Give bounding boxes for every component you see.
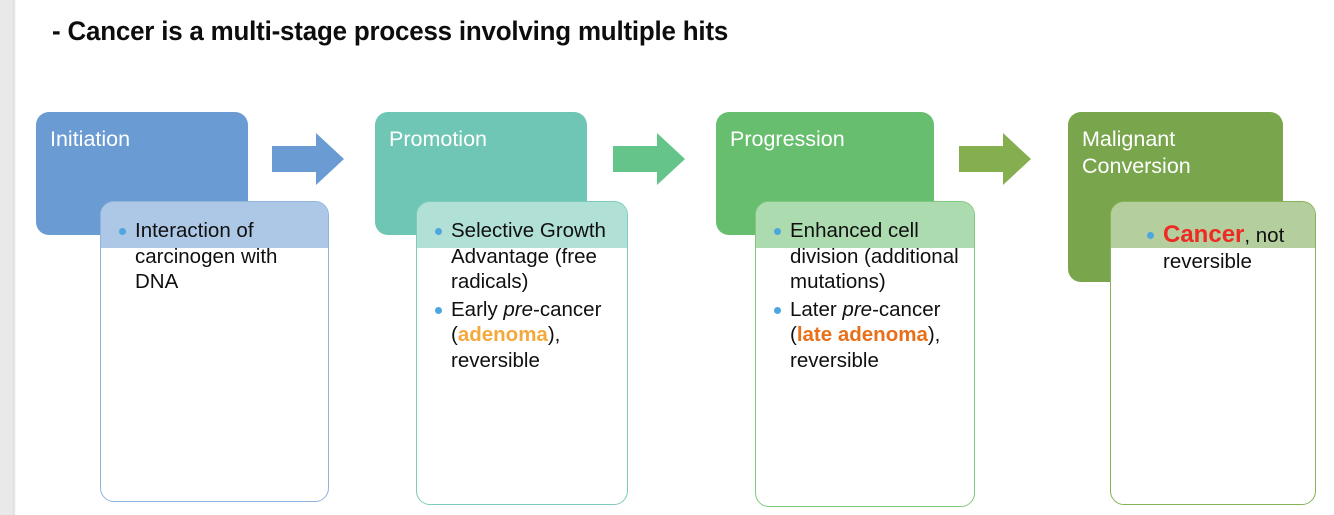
bullet-text-part: Early	[451, 297, 504, 321]
left-gutter-strip	[0, 0, 13, 515]
bullet-text-part: ), reversible	[790, 323, 941, 372]
stage-body-tint	[1111, 202, 1315, 248]
bullet-item: Early pre-cancer (adenoma), reversible	[435, 297, 617, 374]
bullet-item: Later pre-cancer (late adenoma), reversi…	[774, 297, 964, 374]
arrow-shape	[959, 133, 1031, 185]
stage-header-label: Malignant Conversion	[1082, 127, 1191, 178]
arrow-initiation-to-promotion	[272, 133, 344, 185]
stage-bullet-list: Interaction of carcinogen with DNA	[101, 202, 328, 295]
arrow-promotion-to-progression	[613, 133, 685, 185]
bullet-text-highlight: adenoma	[457, 323, 548, 346]
stage-body-malignant-conversion: Cancer, not reversible	[1110, 201, 1316, 505]
bullet-text-highlight: late adenoma	[796, 323, 928, 346]
arrow-shape	[272, 133, 344, 185]
stage-body-tint	[756, 202, 974, 248]
slide-title: - Cancer is a multi-stage process involv…	[52, 16, 729, 46]
bullet-text-part: , not reversible	[1163, 224, 1285, 273]
bullet-item: Cancer, not reversible	[1147, 221, 1305, 274]
bullet-text-emphasis: pre	[842, 297, 873, 321]
bullet-text-emphasis: pre	[503, 297, 534, 321]
stage-body-promotion: Selective Growth Advantage (free radical…	[416, 201, 628, 505]
bullet-text: Enhanced cell division (additional mutat…	[790, 219, 959, 293]
bullet-item: Interaction of carcinogen with DNA	[119, 218, 318, 295]
bullet-text-part: -cancer (	[451, 297, 602, 347]
stage-header-label: Promotion	[389, 127, 487, 151]
bullet-text-part: ), reversible	[451, 323, 561, 372]
stage-body-tint	[101, 202, 328, 248]
arrow-progression-to-malignant	[959, 133, 1031, 185]
bullet-text-part: Later	[790, 297, 843, 321]
stage-body-tint	[417, 202, 627, 248]
stage-body-progression: Enhanced cell division (additional mutat…	[755, 201, 975, 507]
stage-bullet-list: Cancer, not reversible	[1111, 202, 1315, 274]
stage-header-label: Initiation	[50, 127, 131, 151]
bullet-text-highlight: Cancer	[1163, 221, 1245, 248]
bullet-text-part: -cancer (	[790, 297, 941, 347]
bullet-text: Selective Growth Advantage (free radical…	[451, 219, 606, 293]
bullet-text: Interaction of carcinogen with DNA	[135, 219, 278, 293]
stage-bullet-list: Enhanced cell division (additional mutat…	[756, 202, 974, 373]
bullet-item: Enhanced cell division (additional mutat…	[774, 218, 964, 295]
stage-header-label: Progression	[730, 127, 845, 151]
left-gutter-edge	[13, 0, 16, 515]
stage-body-initiation: Interaction of carcinogen with DNA	[100, 201, 329, 502]
stage-bullet-list: Selective Growth Advantage (free radical…	[417, 202, 627, 373]
bullet-item: Selective Growth Advantage (free radical…	[435, 218, 617, 295]
arrow-shape	[613, 133, 685, 185]
